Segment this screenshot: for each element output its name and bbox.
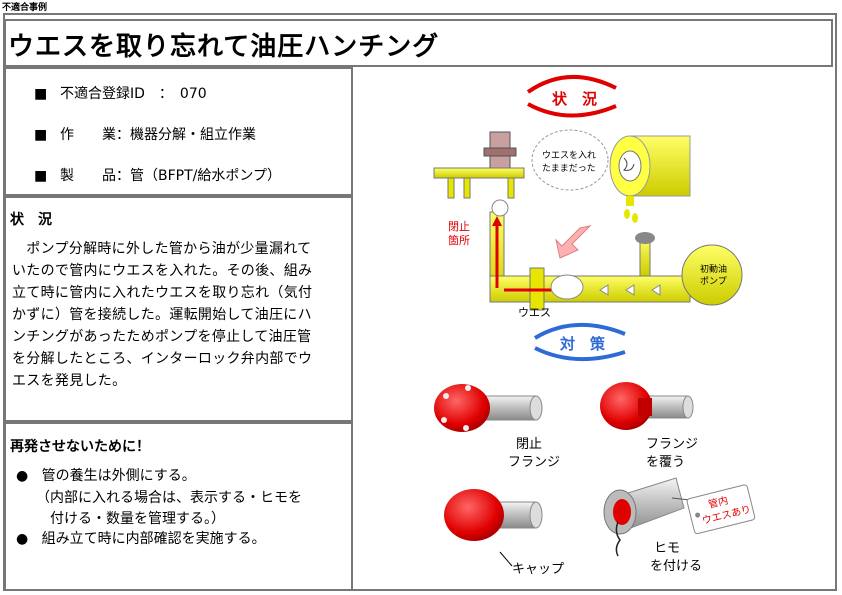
oil-drip — [626, 196, 634, 206]
pipe-stub — [507, 177, 515, 199]
flow-arrow-white — [599, 284, 609, 296]
cover-wrap — [638, 398, 652, 416]
waste-cloth — [550, 274, 584, 300]
pipe-end — [529, 395, 543, 421]
string-label-1: ヒモ — [654, 541, 680, 556]
cylinder-bore — [618, 150, 642, 182]
bullet-dot-icon: ● — [16, 531, 29, 547]
situation-line: ンチングがあったためポンプを停止して油圧管 — [12, 329, 312, 345]
flange-cover-label-2: を覆う — [646, 455, 685, 470]
page-title: ウエスを取り忘れて油圧ハンチング — [8, 32, 440, 62]
prevention-item-1-sub-2: 付ける・数量を管理する。） — [50, 511, 225, 527]
bullet-square-icon: ■ — [34, 127, 48, 143]
prevention-heading: 再発させないために！ — [10, 439, 150, 455]
oil-drop — [632, 213, 638, 223]
bubble-text-1: ウエスを入れ — [542, 150, 596, 161]
string-icon — [615, 521, 621, 557]
pipe-stub — [463, 177, 471, 199]
string-label-2: を付ける — [650, 559, 702, 574]
meta-work-row: ■ 作 業：機器分解・組立作業 — [34, 124, 256, 144]
situation-body: ポンプ分解時に外した管から油が少量漏れて いたので管内にウエスを入れた。その後、… — [12, 238, 346, 392]
warning-tag: 管内 ウエスあり — [686, 484, 756, 535]
situation-line: エスを発見した。 — [12, 373, 127, 389]
situation-line: ポンプ分解時に外した管から油が少量漏れて — [12, 241, 312, 257]
leader-line — [499, 551, 513, 567]
meta-product-label: 製 品： — [60, 168, 130, 184]
closing-point-label-1: 閉止 — [448, 220, 470, 233]
oil-drop — [624, 209, 630, 219]
bolt-icon — [443, 393, 449, 399]
bolt-icon — [463, 425, 469, 431]
flow-arrow-white — [651, 284, 661, 296]
bullet-dot-icon: ● — [16, 468, 29, 484]
flange-cover-label-1: フランジ — [646, 437, 698, 452]
bolt-icon — [465, 385, 471, 391]
prevention-item-2-text: 組み立て時に内部確認を実施する。 — [41, 531, 266, 547]
pipe-end — [529, 501, 543, 529]
prevention-item-1: ● 管の養生は外側にする。 — [16, 465, 196, 485]
pipe-diagram: 初動油 ポンプ — [433, 131, 743, 311]
waste-in-bore — [623, 157, 635, 171]
pointer-arrow — [555, 225, 592, 259]
situation-badge-text: 状 況 — [552, 90, 597, 108]
title-box — [4, 19, 833, 67]
pipe-end — [682, 395, 694, 419]
flow-arrow-head — [492, 216, 502, 226]
countermeasure-badge-text: 対 策 — [559, 335, 606, 353]
pump-label-2: ポンプ — [700, 276, 727, 287]
flow-arrow-white — [625, 284, 635, 296]
prevention-box — [4, 422, 353, 591]
meta-work-value: 機器分解・組立作業 — [130, 127, 256, 143]
bullet-square-icon: ■ — [34, 86, 48, 102]
bullet-square-icon: ■ — [34, 168, 48, 184]
bolt-icon — [441, 417, 447, 423]
closing-point-label-2: 箇所 — [448, 233, 470, 247]
blind-flange-illustration — [434, 384, 543, 432]
tag-string-illustration: 管内 ウエスあり — [603, 477, 756, 557]
cap-label: キャップ — [512, 562, 564, 577]
situation-line: 立て時に管内に入れたウエスを取り忘れ（気付 — [12, 285, 313, 301]
prevention-item-1-sub-1: （内部に入れる場合は、表示する・ヒモを — [36, 490, 302, 506]
prevention-item-1-text: 管の養生は外側にする。 — [41, 468, 196, 484]
situation-line: かずに）管を接続した。運転開始して油圧にハ — [12, 307, 312, 323]
branch-cap — [635, 232, 655, 244]
pump-circle — [681, 244, 743, 306]
cylinder-detail — [609, 135, 691, 223]
situation-line: を分解したところ、インターロック弁内部でウ — [12, 351, 313, 367]
meta-product-row: ■ 製 品：管（BFPT/給水ポンプ） — [34, 165, 281, 185]
blind-flange-label-1: 閉止 — [516, 437, 542, 452]
cap-illustration — [444, 489, 543, 541]
waste-inside — [613, 499, 631, 525]
flange-cover — [600, 382, 652, 430]
header-tag: 不適合事例 — [2, 3, 48, 13]
situation-badge: 状 況 — [526, 75, 617, 118]
situation-box — [4, 196, 353, 422]
blind-flange-label-2: フランジ — [508, 455, 560, 470]
prevention-item-2: ● 組み立て時に内部確認を実施する。 — [16, 528, 266, 548]
speech-bubble — [531, 129, 609, 191]
countermeasure-badge: 対 策 — [533, 323, 626, 362]
situation-heading: 状 況 — [10, 212, 52, 228]
meta-id-row: ■ 不適合登録ID ： 070 — [34, 83, 207, 103]
waste-cloth-small — [491, 199, 509, 217]
pipe-cap — [444, 489, 504, 541]
bubble-text-2: たままだった — [542, 163, 596, 174]
top-pipe — [433, 167, 525, 179]
pump-label-1: 初動油 — [700, 263, 727, 275]
waste-label: ウエス — [518, 306, 551, 319]
meta-box — [4, 67, 353, 196]
meta-id: 不適合登録ID ： 070 — [60, 86, 207, 102]
flange-cover-illustration — [600, 382, 694, 430]
meta-work-label: 作 業： — [60, 127, 130, 143]
pipe-stub — [447, 177, 455, 199]
meta-product-value: 管（BFPT/給水ポンプ） — [130, 168, 281, 184]
blind-flange — [434, 384, 490, 432]
situation-line: いたので管内にウエスを入れた。その後、組み — [12, 263, 313, 279]
valve-collar — [483, 147, 517, 157]
